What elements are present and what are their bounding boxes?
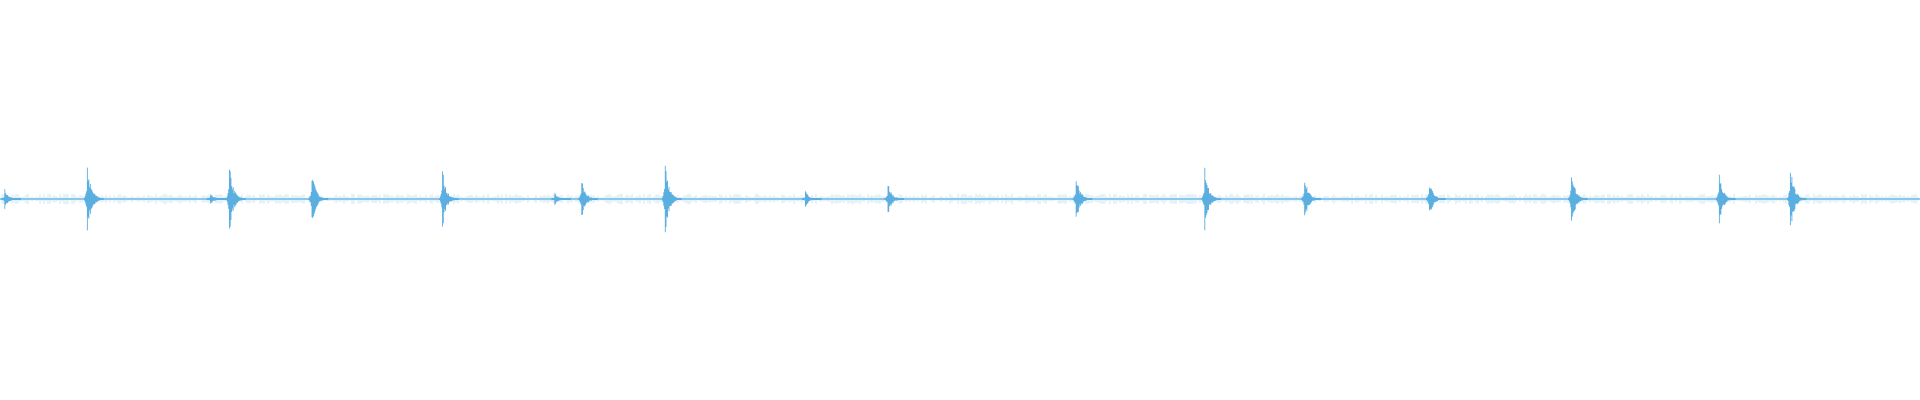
waveform-burst	[884, 186, 905, 212]
waveform-burst	[308, 179, 329, 219]
waveform-burst	[1, 189, 21, 209]
waveform-burst	[551, 193, 572, 205]
waveform-burst	[1786, 172, 1807, 226]
waveform-burst	[1301, 182, 1321, 216]
waveform-burst	[578, 182, 598, 216]
waveform-burst	[1715, 174, 1736, 224]
waveform-burst	[801, 191, 822, 207]
waveform-burst	[439, 171, 459, 227]
waveform-burst	[1072, 181, 1093, 217]
waveform-burst	[83, 167, 104, 231]
waveform-burst	[225, 169, 246, 229]
waveform-burst	[206, 194, 227, 204]
waveform-burst	[661, 165, 682, 233]
waveform-burst	[1568, 177, 1588, 221]
waveform-burst	[1425, 187, 1446, 211]
waveform-burst	[1201, 167, 1221, 231]
